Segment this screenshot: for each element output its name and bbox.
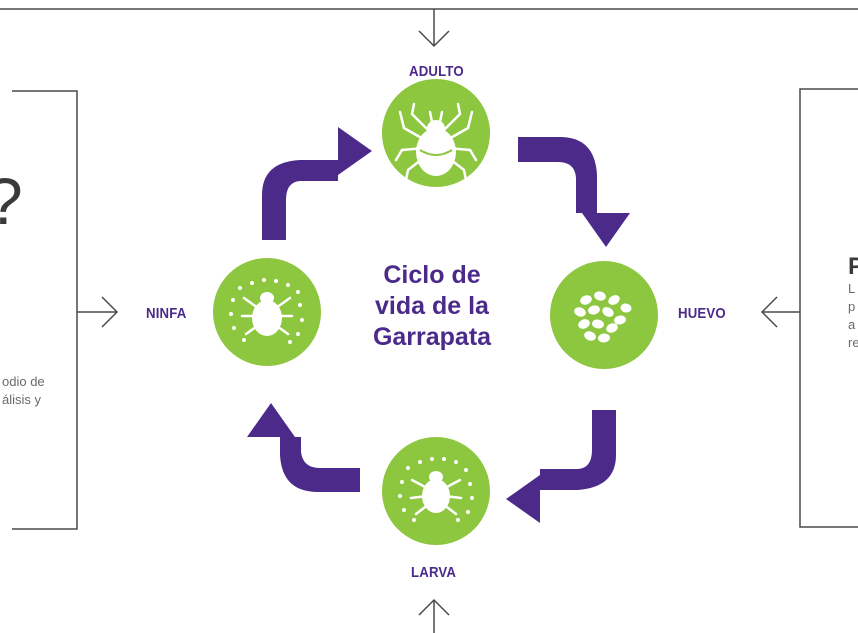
title-line-2: vida de la — [375, 292, 489, 320]
left-panel-text-1: odio de — [2, 374, 45, 389]
label-huevo: HUEVO — [678, 305, 726, 322]
left-bracket — [12, 90, 78, 530]
huevo-stage-icon — [550, 261, 658, 369]
cycle-arrow-huevo-to-larva — [506, 410, 616, 523]
label-larva: LARVA — [411, 564, 457, 581]
title-line-1: Ciclo de — [383, 261, 481, 289]
ninfa-stage-icon — [213, 258, 321, 366]
cycle-arrow-larva-to-ninfa — [247, 403, 360, 492]
right-panel-text-1: L — [848, 281, 856, 296]
diagram-title: Ciclo de vida de la Garrapata — [352, 260, 512, 353]
label-adulto: ADULTO — [409, 63, 464, 80]
left-pointer-arrow — [77, 296, 119, 328]
right-panel-heading: P — [848, 253, 858, 280]
right-pointer-arrow — [760, 296, 800, 328]
left-panel-glyph: ? — [0, 164, 23, 238]
bottom-up-arrow — [418, 598, 450, 633]
left-panel-text-2: álisis y — [2, 392, 42, 407]
label-ninfa: NINFA — [146, 305, 187, 322]
right-panel-text-3: a — [848, 317, 856, 332]
right-bracket — [799, 88, 858, 528]
adulto-stage-icon — [382, 79, 490, 187]
title-line-3: Garrapata — [372, 323, 492, 351]
cycle-arrow-ninfa-to-adulto — [262, 127, 372, 240]
top-down-arrow — [418, 9, 450, 48]
right-panel-text-4: re — [848, 335, 858, 350]
right-panel-text-2: p — [848, 299, 856, 314]
larva-stage-icon — [382, 437, 490, 545]
cycle-arrow-adulto-to-huevo — [518, 137, 630, 247]
